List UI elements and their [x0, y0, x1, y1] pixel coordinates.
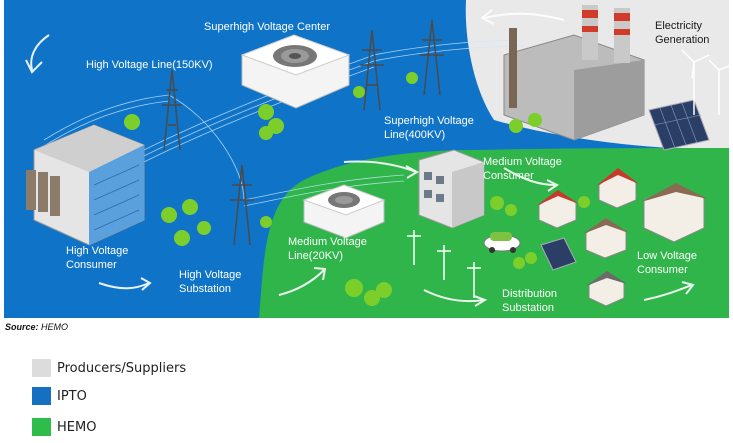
transmission-tower-3 — [420, 19, 444, 96]
medium-voltage-consumer-building — [418, 149, 485, 229]
label-low-voltage-consumer-1: Low Voltage — [637, 250, 697, 262]
label-electricity-generation-2: Generation — [655, 34, 709, 46]
transmission-tower-1 — [162, 69, 182, 151]
medium-voltage-box — [302, 184, 386, 239]
label-medium-voltage-consumer-2: Consumer — [483, 170, 534, 182]
power-plant — [503, 5, 645, 141]
high-voltage-consumer-building — [26, 124, 145, 246]
electricity-network-diagram: Superhigh Voltage Center Electricity Gen… — [4, 0, 729, 318]
label-distribution-substation-2: Substation — [502, 302, 554, 314]
label-distribution-substation-1: Distribution — [502, 288, 557, 300]
label-high-voltage-substation-1: High Voltage — [179, 269, 241, 281]
label-high-voltage-substation-2: Substation — [179, 283, 231, 295]
solar-panels-distribution — [540, 237, 577, 271]
label-high-voltage-consumer-2: Consumer — [66, 259, 117, 271]
transmission-tower-4 — [230, 164, 254, 246]
transmission-tower-2 — [360, 29, 384, 111]
label-low-voltage-consumer-2: Consumer — [637, 264, 688, 276]
source-value: HEMO — [41, 322, 69, 332]
label-high-voltage-consumer-1: High Voltage — [66, 245, 128, 257]
label-superhigh-voltage-line-2: Line(400KV) — [384, 129, 445, 141]
legend-swatch-ipto — [32, 387, 51, 405]
legend-swatch-hemo — [32, 418, 51, 436]
label-electricity-generation-1: Electricity — [655, 20, 703, 32]
legend-label-ipto: IPTO — [57, 388, 87, 404]
superhigh-voltage-center — [240, 34, 351, 109]
source-prefix: Source: — [5, 322, 39, 332]
legend-label-hemo: HEMO — [57, 419, 97, 435]
label-medium-voltage-line-2: Line(20KV) — [288, 250, 343, 262]
label-medium-voltage-consumer-1: Medium Voltage — [483, 156, 562, 168]
legend-swatch-producers — [32, 359, 51, 377]
label-superhigh-voltage-line-1: Superhigh Voltage — [384, 115, 474, 127]
label-medium-voltage-line-1: Medium Voltage — [288, 236, 367, 248]
wind-turbines — [681, 49, 729, 115]
flow-arrows — [25, 9, 695, 307]
legend-item-producers: Producers/Suppliers — [32, 358, 186, 378]
legend-item-hemo: HEMO — [32, 417, 96, 437]
trees — [124, 72, 590, 306]
label-high-voltage-line: High Voltage Line(150KV) — [86, 59, 213, 71]
legend-label-producers: Producers/Suppliers — [57, 360, 187, 376]
electric-car — [483, 232, 521, 253]
label-superhigh-voltage-center: Superhigh Voltage Center — [204, 21, 330, 33]
source-caption: Source: HEMO — [5, 322, 68, 332]
distribution-poles — [407, 230, 481, 298]
houses — [536, 168, 708, 307]
legend-item-ipto: IPTO — [32, 386, 87, 406]
